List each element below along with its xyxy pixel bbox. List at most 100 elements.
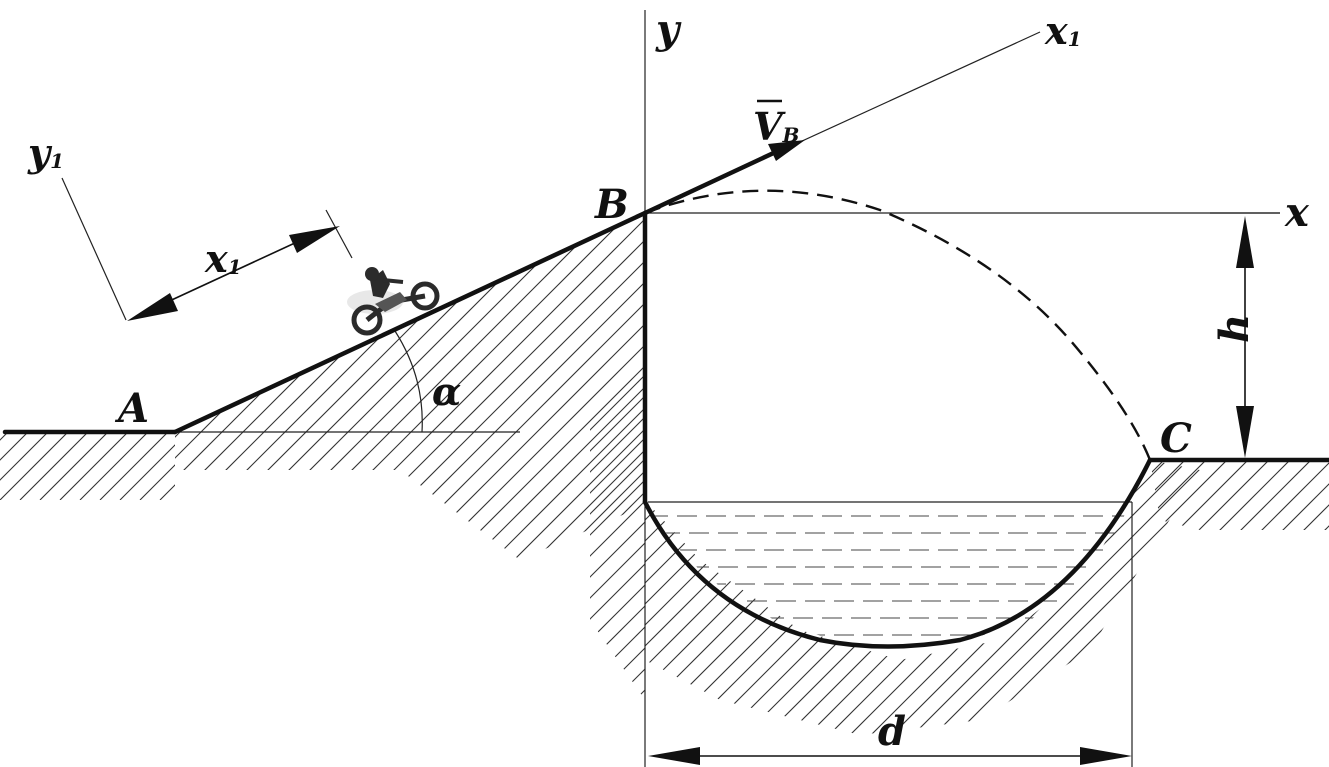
hatch-stroke: [19, 432, 89, 500]
label-angle-alpha: α: [432, 369, 461, 414]
h-arrowhead-top: [1236, 216, 1254, 268]
hatch-stroke: [656, 460, 978, 735]
label-axis-x: x: [1284, 189, 1310, 236]
label-height-h: h: [1211, 314, 1258, 343]
hatch-stroke: [1042, 455, 1127, 540]
hatch-stroke: [79, 432, 149, 500]
hatch-stroke: [614, 213, 645, 700]
hatch-stroke: [645, 460, 831, 735]
hatch-stroke: [590, 213, 645, 700]
hatch-stroke: [1224, 440, 1329, 760]
hatch-stroke: [1314, 460, 1329, 530]
hatch-stroke: [0, 200, 160, 560]
hatch-stroke: [175, 213, 350, 560]
hatch-stroke: [1181, 460, 1200, 735]
trajectory-curve: [644, 189, 1152, 461]
hatch-stroke: [1063, 455, 1148, 540]
hatch-stroke: [698, 460, 1020, 735]
hatch-stroke: [645, 460, 852, 735]
hatch-stroke: [1251, 460, 1329, 530]
hatch-stroke: [1139, 460, 1200, 735]
hatch-stroke: [782, 460, 1104, 735]
label-axis-y: y: [655, 6, 682, 53]
hatch-stroke: [119, 432, 175, 500]
hatch-stroke: [99, 432, 169, 500]
hatch-stroke: [590, 213, 645, 700]
cliff-hatching: [590, 200, 1177, 720]
ground-hatching-left: [0, 432, 175, 500]
hatch-stroke: [471, 213, 645, 560]
hatch-stroke: [59, 432, 129, 500]
hatch-stroke: [1034, 460, 1200, 735]
hatch-stroke: [593, 213, 645, 700]
hatch-stroke: [635, 213, 645, 700]
hatch-stroke: [175, 213, 182, 560]
motorcycle-icon: [347, 267, 440, 336]
hatch-stroke: [1021, 455, 1106, 540]
hatch-stroke: [1293, 460, 1329, 530]
hatch-stroke: [590, 213, 645, 700]
ramp-hatching: [0, 200, 1042, 560]
hatch-stroke: [1150, 460, 1212, 530]
y1-axis-line: [61, 177, 127, 321]
velocity-arrowhead: [768, 140, 805, 161]
hatch-stroke: [590, 213, 645, 700]
hatch-stroke: [645, 460, 915, 735]
hatch-stroke: [590, 213, 645, 700]
hatch-stroke: [408, 213, 645, 560]
hatch-stroke: [639, 213, 645, 560]
velocity-vector: [644, 147, 781, 216]
angle-arc: [394, 330, 423, 433]
hatch-stroke: [576, 213, 645, 560]
hatch-stroke: [761, 460, 1083, 735]
hatch-stroke: [39, 432, 109, 500]
x1-arrowhead-right: [289, 226, 340, 253]
label-point-b: B: [594, 181, 629, 228]
hatch-stroke: [645, 460, 810, 735]
d-arrowhead-left: [648, 747, 700, 765]
label-point-c: C: [1160, 415, 1192, 462]
hatch-stroke: [534, 213, 645, 560]
hatch-stroke: [657, 200, 1177, 720]
hatch-stroke: [1203, 440, 1329, 760]
hatch-stroke: [887, 460, 1200, 735]
hatch-stroke: [682, 200, 1042, 560]
hatch-stroke: [618, 213, 645, 560]
hatch-stroke: [597, 213, 645, 560]
x1-arrowhead-left: [127, 293, 178, 321]
hatch-stroke: [555, 213, 645, 560]
hatch-stroke: [1245, 440, 1329, 760]
water-surface: [648, 515, 1130, 636]
label-point-a: A: [114, 385, 149, 432]
hatch-stroke: [492, 213, 645, 560]
hatch-stroke: [1013, 460, 1200, 735]
hatch-stroke: [175, 213, 329, 560]
hatch-stroke: [1000, 455, 1085, 540]
hatch-stroke: [1188, 460, 1275, 530]
hatch-stroke: [866, 460, 1188, 735]
x1-dimension-line: [149, 235, 311, 311]
label-width-d: d: [878, 708, 906, 755]
x1-extension-line: [325, 209, 353, 259]
h-arrowhead-bottom: [1236, 406, 1254, 458]
hatch-stroke: [450, 213, 645, 560]
label-axis-y1: y1: [27, 130, 64, 175]
hatch-stroke: [175, 213, 308, 560]
hatch-stroke: [175, 213, 287, 560]
hatch-stroke: [387, 213, 645, 560]
hatch-stroke: [139, 432, 175, 500]
hatch-stroke: [0, 432, 29, 500]
d-arrowhead-right: [1080, 747, 1132, 765]
hatch-stroke: [0, 432, 49, 500]
hatch-stroke: [175, 213, 224, 560]
hatch-stroke: [908, 460, 1200, 735]
basin-bottom: [642, 457, 1153, 649]
hatch-stroke: [645, 460, 957, 735]
hatch-stroke: [929, 460, 1200, 735]
label-velocity: VB: [753, 104, 799, 149]
hatch-stroke: [1118, 460, 1200, 735]
hatch-stroke: [1076, 460, 1200, 735]
label-distance-x1: x1: [204, 236, 242, 281]
